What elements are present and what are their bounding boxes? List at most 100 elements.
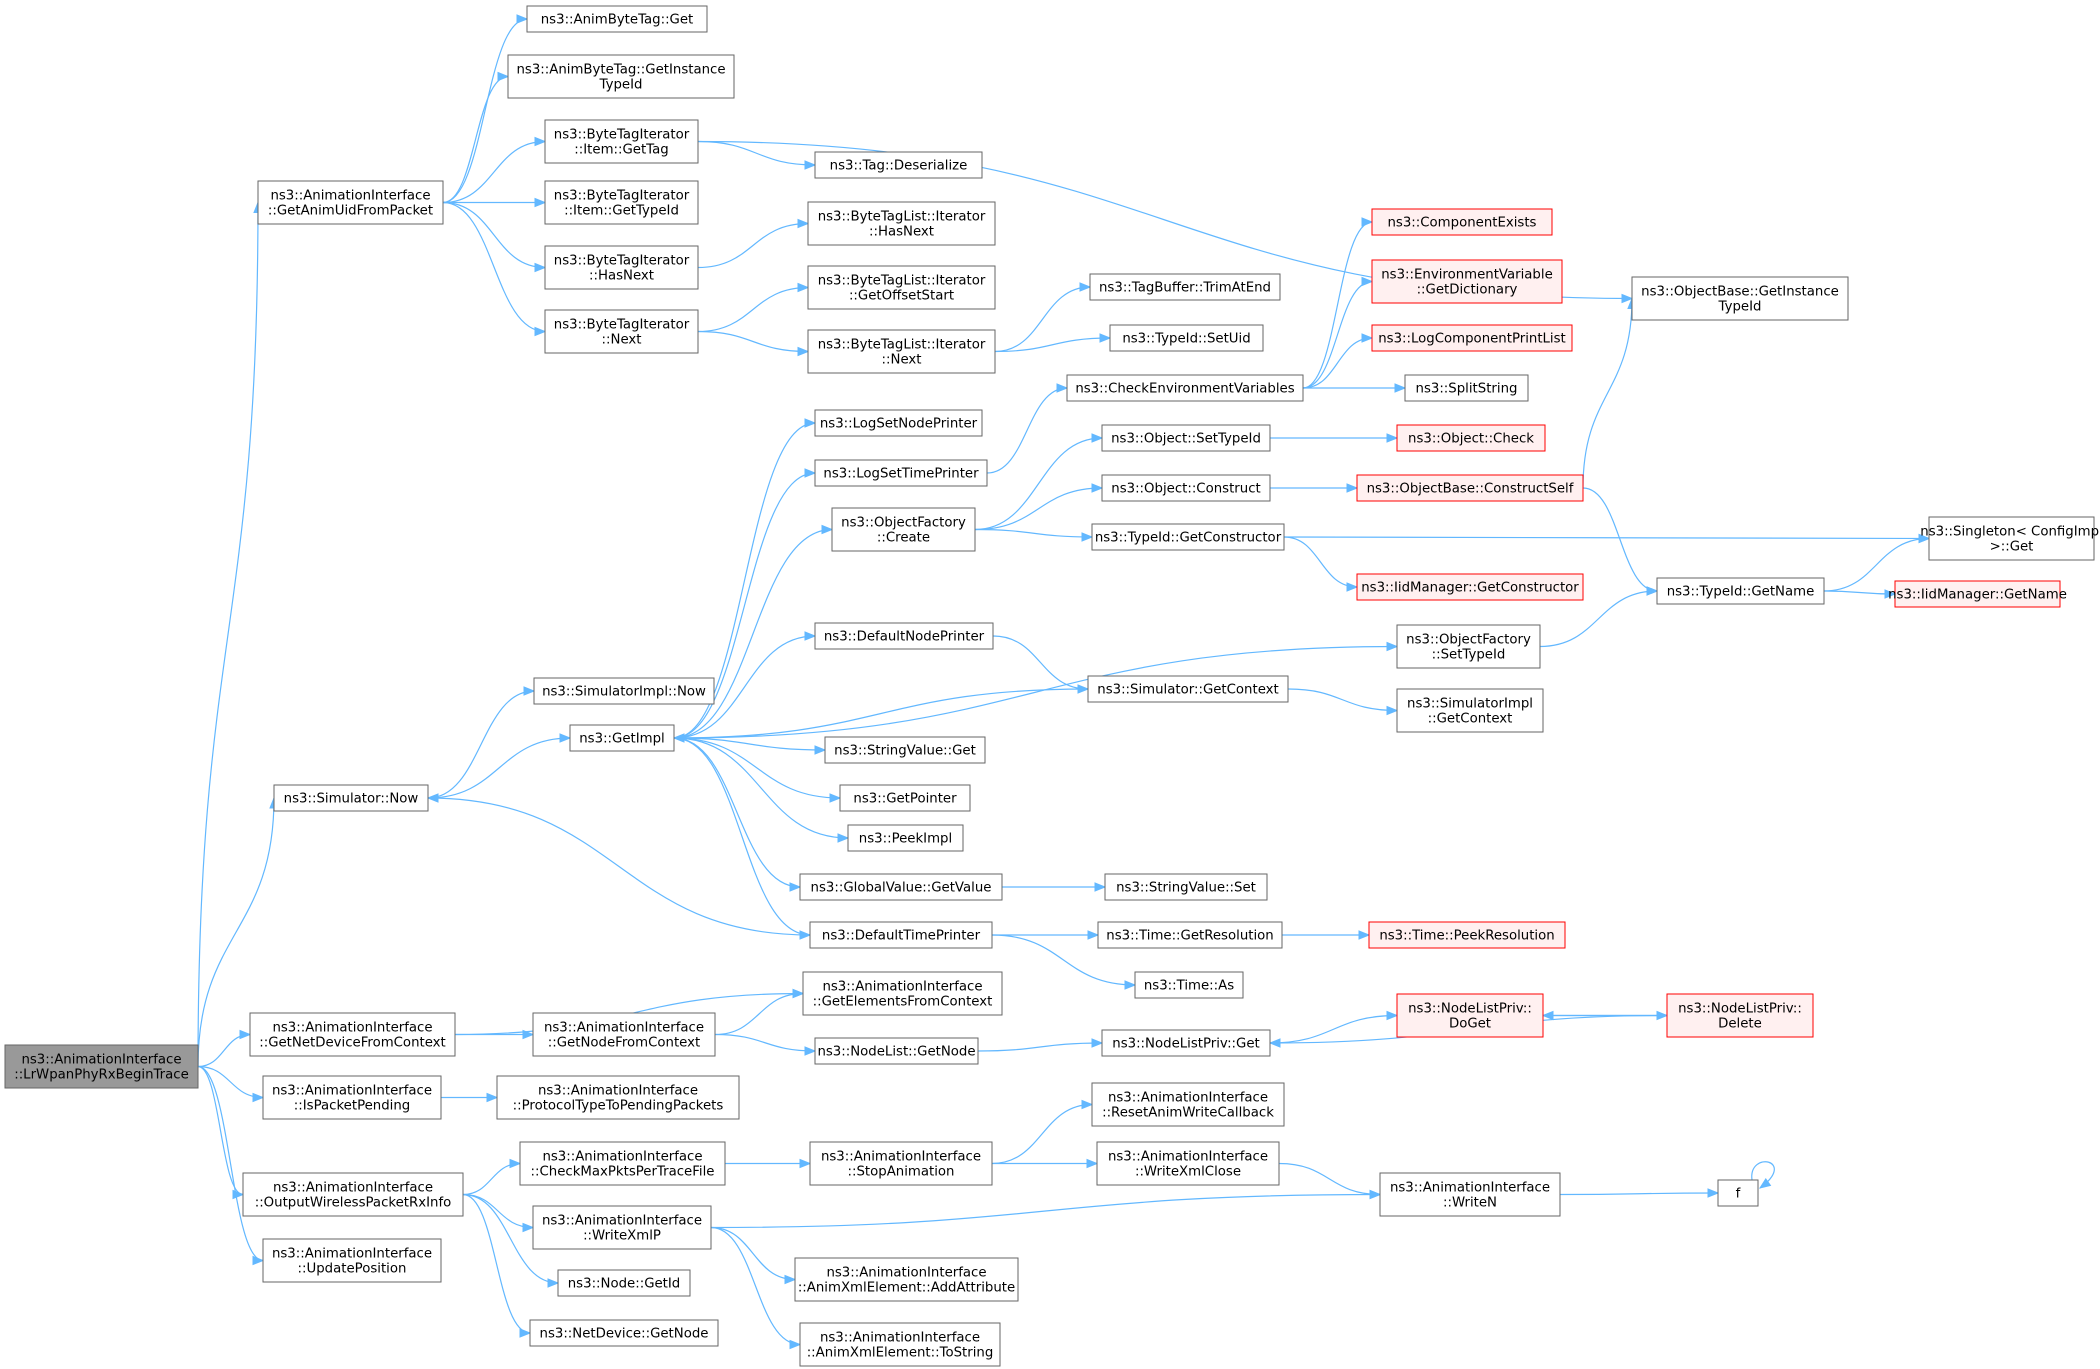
node-ai-is-pending[interactable]: ns3::AnimationInterface::IsPacketPending	[262, 1075, 442, 1120]
node-ai-get-node[interactable]: ns3::AnimationInterface::GetNodeFromCont…	[532, 1012, 716, 1057]
node-log-set-time[interactable]: ns3::LogSetTimePrinter	[814, 459, 988, 487]
node-box	[809, 921, 993, 949]
edge-arrowhead	[1081, 532, 1094, 542]
edge-arrowhead	[1346, 582, 1359, 592]
node-env-get-dict[interactable]: ns3::EnvironmentVariable::GetDictionary	[1371, 259, 1563, 304]
node-trim-at-end[interactable]: ns3::TagBuffer::TrimAtEnd	[1089, 273, 1281, 301]
edge-type-id-get-ctor-to-singleton-get	[1283, 533, 1931, 544]
node-str-val-get[interactable]: ns3::StringValue::Get	[824, 736, 986, 764]
node-def-node-printer[interactable]: ns3::DefaultNodePrinter	[814, 622, 994, 650]
edge-arrowhead	[837, 833, 850, 843]
edge-line	[673, 635, 816, 739]
edge-get-anim-uid-to-abt-get	[442, 14, 529, 204]
node-label-line: ::OutputWirelessPacketRxInfo	[255, 1196, 452, 1211]
node-singleton-get[interactable]: ns3::Singleton< ConfigImpl >::Get	[1920, 516, 2100, 561]
node-set-uid[interactable]: ns3::TypeId::SetUid	[1109, 324, 1264, 352]
node-obj-check[interactable]: ns3::Object::Check	[1396, 424, 1546, 452]
node-ai-write-n[interactable]: ns3::AnimationInterface::WriteN	[1379, 1172, 1561, 1217]
node-label-line: ns3::StringValue::Set	[1116, 881, 1256, 896]
node-ai-reset-cb[interactable]: ns3::AnimationInterface::ResetAnimWriteC…	[1091, 1082, 1285, 1127]
edge-get-anim-uid-to-abt-get-inst	[442, 71, 510, 204]
node-obj-base-construct-self[interactable]: ns3::ObjectBase::ConstructSelf	[1356, 474, 1584, 502]
node-time-peek-res[interactable]: ns3::Time::PeekResolution	[1368, 921, 1566, 949]
node-ai-get-elems[interactable]: ns3::AnimationInterface::GetElementsFrom…	[802, 971, 1003, 1016]
node-get-anim-uid[interactable]: ns3::AnimationInterface::GetAnimUidFromP…	[257, 180, 444, 225]
node-sim-now[interactable]: ns3::Simulator::Now	[273, 784, 429, 812]
node-nlp-get[interactable]: ns3::NodeListPriv::Get	[1101, 1029, 1271, 1057]
node-label-line: ns3::NodeListPriv::Get	[1112, 1037, 1259, 1052]
node-abt-get[interactable]: ns3::AnimByteTag::Get	[526, 5, 708, 33]
node-log-comp-print[interactable]: ns3::LogComponentPrintList	[1371, 324, 1573, 352]
node-label-line: f	[1736, 1187, 1741, 1202]
node-ai-write-xml-p[interactable]: ns3::AnimationInterface::WriteXmlP	[532, 1205, 712, 1250]
edge-line	[1283, 536, 1930, 540]
node-peek-impl[interactable]: ns3::PeekImpl	[847, 824, 964, 852]
node-box	[273, 784, 429, 812]
edge-line	[673, 472, 816, 739]
node-box	[1066, 374, 1304, 402]
node-obj-set-type-id[interactable]: ns3::Object::SetTypeId	[1101, 424, 1271, 452]
edge-line	[673, 737, 811, 936]
node-label-line: ::GetNetDeviceFromContext	[259, 1036, 446, 1051]
node-label-line: Delete	[1718, 1017, 1762, 1032]
node-sim-impl-get-context[interactable]: ns3::SimulatorImpl::GetContext	[1396, 688, 1544, 733]
node-box	[839, 784, 971, 812]
node-ai-to-string[interactable]: ns3::AnimationInterface::AnimXmlElement:…	[799, 1322, 1001, 1367]
node-get-pointer[interactable]: ns3::GetPointer	[839, 784, 971, 812]
node-obj-construct[interactable]: ns3::Object::Construct	[1101, 474, 1271, 502]
edge-sim-now-to-sim-impl-now	[427, 686, 536, 799]
node-tag-deser[interactable]: ns3::Tag::Deserialize	[814, 151, 983, 179]
node-nlp-do-get[interactable]: ns3::NodeListPriv::DoGet	[1396, 993, 1544, 1038]
node-root[interactable]: ns3::AnimationInterface::LrWpanPhyRxBegi…	[4, 1044, 199, 1089]
node-gv-get-value[interactable]: ns3::GlobalValue::GetValue	[799, 873, 1003, 901]
edge-ai-stop-anim-to-ai-write-xml-close	[992, 1158, 1099, 1169]
node-iid-get-ctor[interactable]: ns3::IidManager::GetConstructor	[1356, 573, 1584, 601]
edge-arrowhead	[1087, 930, 1100, 940]
edge-root-to-ai-output-wireless	[197, 1065, 245, 1200]
node-net-dev-get-node[interactable]: ns3::NetDevice::GetNode	[529, 1319, 719, 1347]
node-def-time-printer[interactable]: ns3::DefaultTimePrinter	[809, 921, 993, 949]
node-bti-next[interactable]: ns3::ByteTagIterator::Next	[544, 309, 699, 354]
node-bti-item-get-tag[interactable]: ns3::ByteTagIterator::Item::GetTag	[544, 119, 699, 164]
node-obj-fact-create[interactable]: ns3::ObjectFactory::Create	[831, 507, 976, 552]
node-split-string[interactable]: ns3::SplitString	[1404, 374, 1529, 402]
node-get-impl[interactable]: ns3::GetImpl	[569, 724, 675, 752]
node-time-as[interactable]: ns3::Time::As	[1134, 971, 1244, 999]
node-ai-get-net-dev[interactable]: ns3::AnimationInterface::GetNetDeviceFro…	[249, 1012, 456, 1057]
node-ai-write-xml-close[interactable]: ns3::AnimationInterface::WriteXmlClose	[1096, 1141, 1280, 1186]
edge-arrowhead	[1091, 433, 1104, 443]
node-ai-stop-anim[interactable]: ns3::AnimationInterface::StopAnimation	[809, 1141, 993, 1186]
node-label-line: ::AnimXmlElement::ToString	[807, 1346, 994, 1361]
node-sim-get-context[interactable]: ns3::Simulator::GetContext	[1087, 675, 1289, 703]
node-label-line: ns3::AnimationInterface	[270, 189, 430, 204]
node-ai-check-max[interactable]: ns3::AnimationInterface::CheckMaxPktsPer…	[519, 1141, 726, 1186]
node-sim-impl-now[interactable]: ns3::SimulatorImpl::Now	[533, 677, 715, 705]
node-type-id-get-name[interactable]: ns3::TypeId::GetName	[1656, 577, 1825, 605]
node-nl-get-node[interactable]: ns3::NodeList::GetNode	[814, 1037, 979, 1065]
node-ai-output-wireless[interactable]: ns3::AnimationInterface::OutputWirelessP…	[242, 1172, 464, 1217]
node-nlp-delete[interactable]: ns3::NodeListPriv::Delete	[1666, 993, 1814, 1038]
node-node-get-id[interactable]: ns3::Node::GetId	[557, 1269, 691, 1297]
node-btl-next[interactable]: ns3::ByteTagList::Iterator::Next	[807, 329, 996, 374]
node-time-get-res[interactable]: ns3::Time::GetResolution	[1097, 921, 1283, 949]
node-log-set-node[interactable]: ns3::LogSetNodePrinter	[814, 409, 983, 437]
node-f[interactable]: f	[1717, 1179, 1759, 1207]
node-type-id-get-ctor[interactable]: ns3::TypeId::GetConstructor	[1091, 523, 1285, 551]
node-box	[1087, 675, 1289, 703]
node-bti-has-next[interactable]: ns3::ByteTagIterator::HasNext	[544, 245, 699, 290]
node-btl-get-offset[interactable]: ns3::ByteTagList::Iterator::GetOffsetSta…	[807, 265, 996, 310]
node-obj-fact-set-type-id[interactable]: ns3::ObjectFactory::SetTypeId	[1396, 624, 1541, 669]
node-btl-has-next[interactable]: ns3::ByteTagList::Iterator::HasNext	[807, 201, 996, 246]
node-label-line: ns3::ObjectFactory	[1406, 633, 1531, 648]
node-ai-proto-type[interactable]: ns3::AnimationInterface::ProtocolTypeToP…	[496, 1075, 740, 1120]
edge-line	[462, 1193, 559, 1284]
node-comp-exists[interactable]: ns3::ComponentExists	[1371, 208, 1553, 236]
node-check-env[interactable]: ns3::CheckEnvironmentVariables	[1066, 374, 1304, 402]
node-str-val-set[interactable]: ns3::StringValue::Set	[1104, 873, 1268, 901]
node-ai-update-pos[interactable]: ns3::AnimationInterface::UpdatePosition	[262, 1238, 442, 1283]
node-iid-get-name[interactable]: ns3::IidManager::GetName	[1888, 580, 2067, 608]
node-ai-add-attr[interactable]: ns3::AnimationInterface::AnimXmlElement:…	[794, 1257, 1019, 1302]
node-bti-item-get-type-id[interactable]: ns3::ByteTagIterator::Item::GetTypeId	[544, 180, 699, 225]
